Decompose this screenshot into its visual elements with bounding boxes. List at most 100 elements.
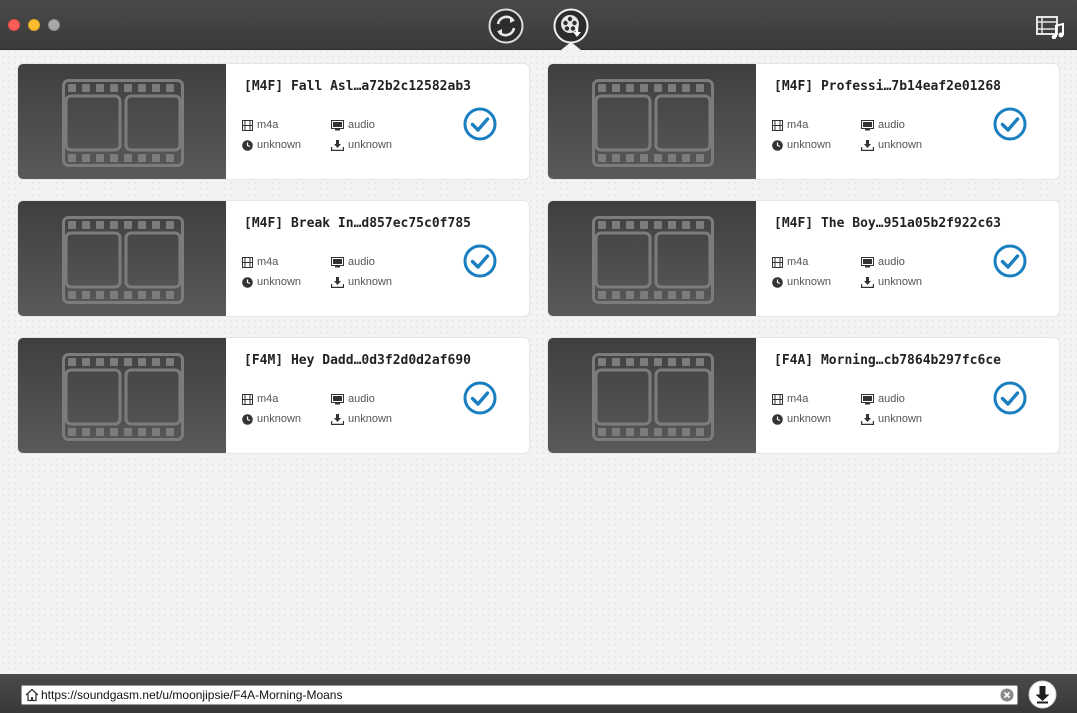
window-zoom-button[interactable] (48, 19, 60, 31)
item-size: unknown (861, 139, 922, 151)
download-item-card[interactable]: [M4F] Fall Asl…a72b2c12582ab3 m4a audio … (17, 63, 530, 180)
film-icon (242, 256, 253, 268)
item-size: unknown (331, 276, 392, 288)
item-duration-value: unknown (787, 139, 832, 151)
selected-check-icon[interactable] (993, 244, 1027, 278)
item-type-value: audio (348, 119, 375, 131)
item-size-value: unknown (878, 276, 923, 288)
download-item-card[interactable]: [M4F] Professi…7b14eaf2e01268 m4a audio … (547, 63, 1060, 180)
film-strip-icon (592, 79, 714, 167)
item-type-value: audio (878, 119, 905, 131)
item-format: m4a (242, 393, 278, 405)
convert-cycle-icon[interactable] (488, 8, 524, 44)
download-tray-icon (331, 276, 344, 288)
clock-icon (772, 413, 783, 425)
film-reel-download-icon[interactable] (553, 8, 589, 44)
item-type: audio (861, 119, 905, 131)
download-button[interactable] (1028, 680, 1057, 709)
home-icon[interactable] (25, 688, 39, 707)
download-tray-icon (331, 413, 344, 425)
item-title: [M4F] The Boy…951a05b2f922c63 (774, 216, 1001, 231)
download-tray-icon (861, 139, 874, 151)
monitor-icon (861, 393, 874, 404)
film-strip-icon (62, 216, 184, 304)
clock-icon (242, 413, 253, 425)
url-bar (0, 674, 1077, 713)
video-thumbnail-placeholder (548, 338, 756, 453)
item-duration-value: unknown (257, 139, 302, 151)
item-format: m4a (772, 256, 808, 268)
media-library-icon[interactable] (1035, 13, 1065, 40)
film-strip-icon (592, 216, 714, 304)
monitor-icon (331, 393, 344, 404)
download-tray-icon (861, 413, 874, 425)
video-thumbnail-placeholder (18, 201, 226, 316)
url-input[interactable] (41, 686, 996, 704)
film-icon (772, 393, 783, 405)
film-icon (772, 256, 783, 268)
item-duration: unknown (242, 413, 301, 425)
item-format: m4a (242, 119, 278, 131)
monitor-icon (331, 256, 344, 267)
download-item-card[interactable]: [M4F] The Boy…951a05b2f922c63 m4a audio … (547, 200, 1060, 317)
window-close-button[interactable] (8, 19, 20, 31)
film-icon (772, 119, 783, 131)
item-size: unknown (861, 276, 922, 288)
item-duration-value: unknown (787, 413, 832, 425)
download-tray-icon (861, 276, 874, 288)
item-format-value: m4a (787, 393, 809, 405)
item-size: unknown (861, 413, 922, 425)
item-type-value: audio (348, 256, 375, 268)
item-type-value: audio (348, 393, 375, 405)
selected-check-icon[interactable] (463, 107, 497, 141)
item-format-value: m4a (787, 256, 809, 268)
monitor-icon (861, 256, 874, 267)
item-size-value: unknown (348, 139, 393, 151)
item-format: m4a (772, 393, 808, 405)
item-format-value: m4a (257, 119, 279, 131)
active-tab-indicator (561, 42, 581, 50)
video-thumbnail-placeholder (18, 64, 226, 179)
clock-icon (242, 276, 253, 288)
item-size-value: unknown (878, 413, 923, 425)
selected-check-icon[interactable] (463, 381, 497, 415)
video-thumbnail-placeholder (18, 338, 226, 453)
film-strip-icon (62, 79, 184, 167)
selected-check-icon[interactable] (993, 381, 1027, 415)
item-duration-value: unknown (257, 413, 302, 425)
item-format-value: m4a (787, 119, 809, 131)
download-item-card[interactable]: [F4M] Hey Dadd…0d3f2d0d2af690 m4a audio … (17, 337, 530, 454)
download-item-card[interactable]: [F4A] Morning…cb7864b297fc6ce m4a audio … (547, 337, 1060, 454)
url-field-container (21, 685, 1018, 705)
item-title: [F4A] Morning…cb7864b297fc6ce (774, 353, 1001, 368)
item-type: audio (861, 393, 905, 405)
item-format: m4a (772, 119, 808, 131)
monitor-icon (331, 119, 344, 130)
item-type: audio (331, 119, 375, 131)
monitor-icon (861, 119, 874, 130)
film-icon (242, 119, 253, 131)
film-strip-icon (592, 353, 714, 441)
window-minimize-button[interactable] (28, 19, 40, 31)
item-duration: unknown (242, 139, 301, 151)
item-size-value: unknown (348, 413, 393, 425)
video-thumbnail-placeholder (548, 201, 756, 316)
item-type-value: audio (878, 393, 905, 405)
item-format-value: m4a (257, 256, 279, 268)
clear-icon[interactable] (1000, 688, 1014, 707)
item-title: [M4F] Fall Asl…a72b2c12582ab3 (244, 79, 471, 94)
selected-check-icon[interactable] (463, 244, 497, 278)
item-type: audio (861, 256, 905, 268)
film-icon (242, 393, 253, 405)
item-duration-value: unknown (257, 276, 302, 288)
selected-check-icon[interactable] (993, 107, 1027, 141)
item-duration-value: unknown (787, 276, 832, 288)
item-duration: unknown (772, 413, 831, 425)
download-item-card[interactable]: [M4F] Break In…d857ec75c0f785 m4a audio … (17, 200, 530, 317)
item-type: audio (331, 256, 375, 268)
item-type-value: audio (878, 256, 905, 268)
item-type: audio (331, 393, 375, 405)
item-duration: unknown (242, 276, 301, 288)
video-thumbnail-placeholder (548, 64, 756, 179)
item-title: [M4F] Break In…d857ec75c0f785 (244, 216, 471, 231)
